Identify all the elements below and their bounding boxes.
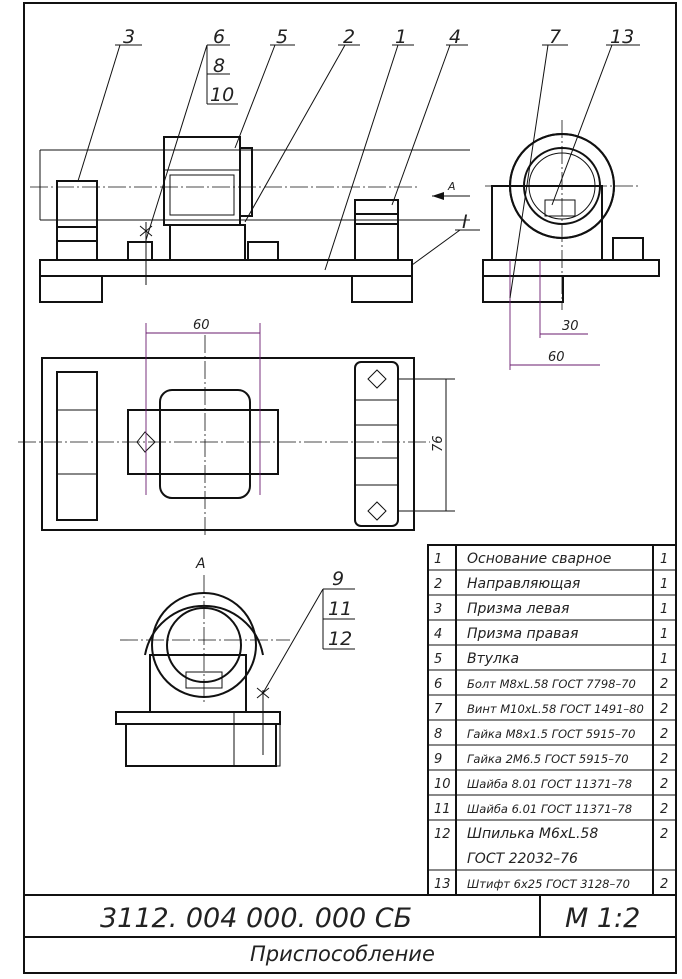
parts-row-qty: 2 [660,777,668,792]
dimension-60-side: 60 [548,350,565,365]
parts-row-name: Основание сварное [467,551,611,567]
parts-row-qty: 2 [660,727,668,742]
parts-row-name: Втулка [467,651,519,667]
callouts: 3 6 8 10 5 2 1 4 I 7 13 9 11 [77,26,640,694]
parts-row-number: 13 [434,877,451,892]
callout-13: 13 [610,26,634,48]
callout-10: 10 [210,84,234,106]
parts-row-number: 12 [434,827,451,842]
callout-4: 4 [449,26,461,48]
callout-7: 7 [549,26,561,48]
callout-9: 9 [332,568,344,590]
parts-row-number: 2 [434,577,442,592]
parts-row-name: Шайба 6.01 ГОСТ 11371–78 [467,802,632,816]
title-block: 3112. 004 000. 000 СБ М 1:2 Приспособлен… [24,894,676,966]
parts-row-number: 8 [434,727,442,742]
parts-row-qty: 1 [660,627,668,642]
parts-row-number: 1 [434,552,442,567]
parts-row-qty: 2 [660,827,668,842]
parts-row-name: Направляющая [467,576,580,592]
side-view: 30 60 [482,120,660,370]
callout-1: 1 [395,26,407,48]
parts-row-qty: 1 [660,577,668,592]
callout-6: 6 [213,26,225,48]
parts-row-name: Шпилька М6хL.58 [467,826,598,842]
parts-row-name: Болт М8хL.58 ГОСТ 7798–70 [467,677,636,691]
parts-row-name: Штифт 6х25 ГОСТ 3128–70 [467,877,630,891]
parts-row-number: 10 [434,777,451,792]
parts-row-number: 4 [434,627,442,642]
base-right-foot [351,275,413,303]
plan-view: 60 76 [18,318,455,535]
parts-row-qty: 1 [660,602,668,617]
plan-outline [41,357,415,531]
parts-row-name: Призма правая [467,626,578,642]
view-a: A [115,556,290,767]
dimension-30: 30 [562,319,579,334]
parts-row-number: 9 [434,752,442,767]
callout-3: 3 [123,26,135,48]
scale: М 1:2 [565,903,640,934]
product-name: Приспособление [250,942,435,966]
parts-row-qty: 2 [660,877,668,892]
parts-row-name: Гайка М8х1.5 ГОСТ 5915–70 [467,727,635,741]
section-mark-i: I [462,211,468,233]
document-number: 3112. 004 000. 000 СБ [100,903,412,934]
base-plate [39,259,413,277]
callout-5: 5 [276,26,288,48]
callout-12: 12 [328,628,352,650]
parts-row-qty: 1 [660,552,668,567]
parts-row-qty: 2 [660,802,668,817]
parts-row-qty: 1 [660,652,668,667]
view-arrow-label: A [447,180,456,193]
callout-2: 2 [343,26,355,48]
drawing-frame [23,2,677,974]
parts-row-number: 3 [434,602,442,617]
parts-row-number: 5 [434,652,442,667]
parts-row-name: ГОСТ 22032–76 [467,851,578,867]
parts-row-number: 11 [434,802,451,817]
dimension-76: 76 [431,435,446,452]
parts-row-number: 7 [434,702,443,717]
parts-row-qty: 2 [660,677,668,692]
right-prism [354,199,399,215]
callout-11: 11 [328,598,352,620]
parts-row-qty: 2 [660,702,668,717]
dimension-60-top: 60 [193,318,210,333]
base-left-foot [39,275,103,303]
guide [169,224,246,261]
parts-row-name: Шайба 8.01 ГОСТ 11371–78 [467,777,632,791]
view-a-title: A [195,556,206,572]
parts-row-qty: 2 [660,752,668,767]
parts-row-name: Гайка 2М6.5 ГОСТ 5915–70 [467,752,629,766]
parts-row-name: Призма левая [467,601,569,617]
callout-8: 8 [213,55,225,77]
parts-row-number: 6 [434,677,442,692]
parts-row-name: Винт М10хL.58 ГОСТ 1491–80 [467,702,644,716]
front-view: A [30,136,470,303]
